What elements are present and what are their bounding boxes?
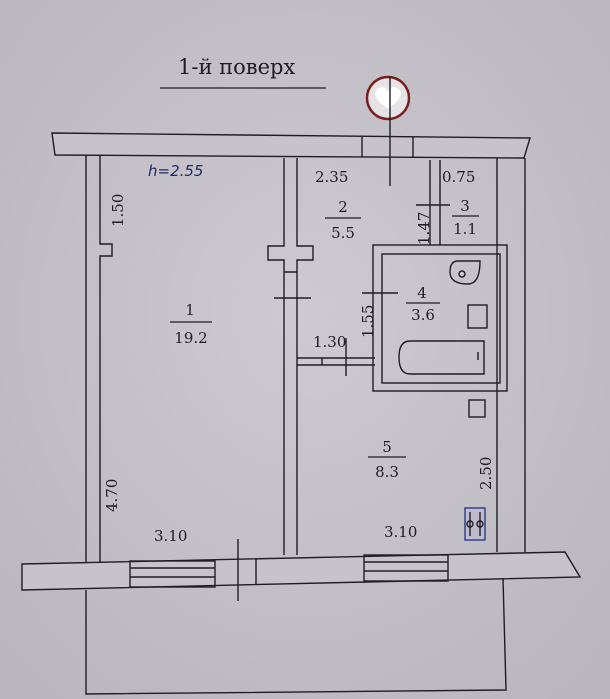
dim-room1-bottom: 3.10 [154,527,187,545]
window-left [129,560,216,588]
dim-room4-side: 1.55 [359,305,377,338]
dim-room5-right: 2.50 [477,457,495,490]
room-1-area: 19.2 [174,329,207,347]
room-5-number: 5 [382,438,392,456]
partition-wall-2-5 [297,357,375,366]
room3-wall [429,160,441,245]
dim-room1-left: 4.70 [103,479,121,512]
dim-room1-top-left: 1.50 [109,194,127,227]
room-3-number: 3 [460,197,470,215]
room-3-area: 1.1 [453,220,477,238]
room-1-number: 1 [185,301,195,319]
window-right [363,554,449,582]
dim-room2-top: 2.35 [315,168,348,186]
room-2-number: 2 [338,198,348,216]
toilet-icon [449,260,481,285]
room-2-area: 5.5 [331,224,355,242]
bathroom-inner-wall [381,253,501,384]
right-wall [496,158,526,552]
bathtub-icon [398,340,485,375]
dim-room3-top: 0.75 [442,168,475,186]
ceiling-height-note: h=2.55 [148,162,203,180]
dim-room2-bottom: 1.30 [313,333,346,351]
toilet-bowl [458,270,466,278]
dim-room5-bottom: 3.10 [384,523,417,541]
bathroom-outer-wall [372,244,508,392]
partition-wall-1-2 [267,158,314,555]
gas-stove-icon [464,507,486,541]
left-wall [85,155,113,562]
room-5-area: 8.3 [375,463,399,481]
dim-room3-side: 1.47 [415,212,433,245]
balcony [85,577,507,695]
room-4-number: 4 [417,284,427,302]
room-4-area: 3.6 [411,306,435,324]
heart-icon [365,75,411,121]
floor-title: 1-й поверх [178,55,295,79]
sink-icon [467,304,488,329]
kitchen-sink-icon [468,399,486,418]
top-outer-wall [51,132,531,159]
